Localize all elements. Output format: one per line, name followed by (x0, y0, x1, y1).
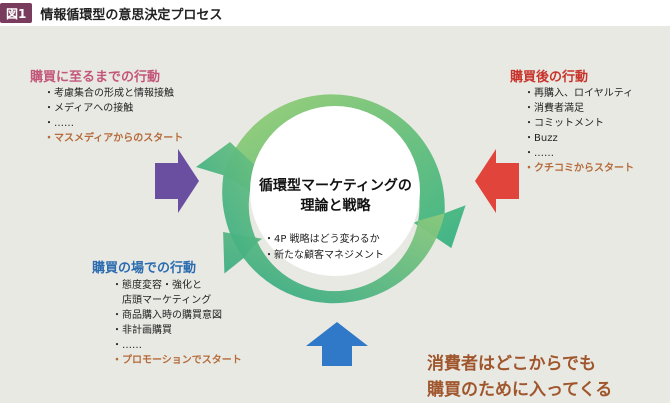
list-item: ・…… (112, 340, 142, 351)
center-list: ・4P 戦略はどう変わるか ・新たな顧客マネジメント (264, 232, 384, 264)
ring-segment-left (196, 142, 260, 259)
left-arrow-icon (475, 149, 519, 213)
cycle-diagram (155, 94, 519, 366)
figure-badge: 図1 (0, 3, 33, 23)
slogan-line2: 購買のために入ってくる (427, 380, 613, 400)
figure-title: 情報循環型の意思決定プロセス (40, 7, 223, 23)
list-item: ・再購入、ロイヤルティ (524, 88, 634, 99)
center-title: 循環型マーケティングの 理論と戦略 (248, 176, 423, 216)
after-purchase-title: 購買後の行動 (510, 70, 589, 85)
center-disk (250, 106, 420, 276)
list-item-start: ・クチコミからスタート (524, 163, 634, 174)
at-store-title: 購買の場での行動 (92, 261, 197, 276)
center-item: ・新たな顧客マネジメント (264, 250, 384, 261)
list-item: ・…… (524, 148, 554, 159)
list-item: ・メディアへの接触 (44, 103, 134, 114)
diagram-panel: 循環型マーケティングの 理論と戦略 ・4P 戦略はどう変わるか ・新たな顧客マネ… (0, 26, 670, 403)
up-arrow-icon (306, 322, 368, 366)
figure-header: 図1 情報循環型の意思決定プロセス (0, 0, 670, 26)
ring-segment-bottom (223, 213, 445, 304)
list-item: ・非計画購買 (112, 325, 172, 336)
before-purchase-title: 購買に至るまでの行動 (30, 70, 161, 85)
list-item: ・考慮集合の形成と情報接触 (44, 88, 174, 99)
list-item: ・…… (44, 118, 74, 129)
center-title-line2: 理論と戦略 (300, 198, 371, 214)
list-item: 店頭マーケティング (112, 295, 212, 306)
list-item-start: ・マスメディアからのスタート (44, 133, 184, 144)
after-purchase-list: ・再購入、ロイヤルティ ・消費者満足 ・コミットメント ・Buzz ・…… ・ク… (524, 86, 634, 176)
list-item: ・Buzz (524, 133, 558, 144)
list-item: ・商品購入時の購買意図 (112, 310, 222, 321)
list-item-start: ・プロモーションでスタート (112, 355, 242, 366)
center-title-line1: 循環型マーケティングの (259, 178, 412, 194)
before-purchase-list: ・考慮集合の形成と情報接触 ・メディアへの接触 ・…… ・マスメディアからのスタ… (44, 86, 183, 146)
right-arrow-icon (155, 149, 199, 213)
list-item: ・コミットメント (524, 118, 604, 129)
slogan: 消費者はどこからでも 購買のために入ってくる (427, 351, 612, 403)
list-item: ・消費者満足 (524, 103, 584, 114)
at-store-list: ・態度変容・強化と 店頭マーケティング ・商品購入時の購買意図 ・非計画購買 ・… (112, 278, 242, 368)
list-item: ・態度変容・強化と (112, 280, 202, 291)
slogan-line1: 消費者はどこからでも (427, 354, 596, 374)
center-item: ・4P 戦略はどう変わるか (264, 234, 380, 245)
